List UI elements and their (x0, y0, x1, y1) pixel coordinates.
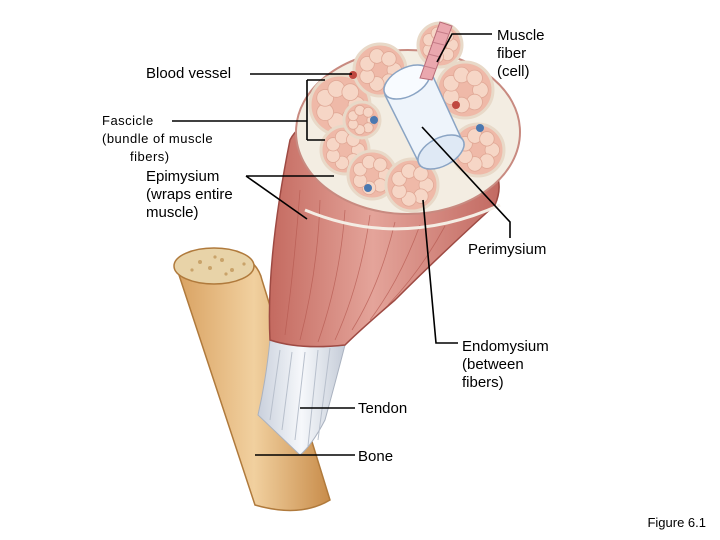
label-epimysium: Epimysium (wraps entire muscle) (146, 168, 233, 222)
label-epimysium-line-2: (wraps entire (146, 186, 233, 203)
label-fascicle-line-1: Fascicle (102, 113, 154, 128)
muscle-fiber-in-fascicle (373, 157, 388, 172)
muscle-fiber-in-fascicle (381, 51, 397, 67)
label-endomysium-line-2: (between (462, 356, 524, 373)
label-epimysium-line-3: muscle) (146, 204, 199, 221)
bone-marrow-cross-section (173, 247, 255, 285)
label-tendon: Tendon (358, 400, 408, 417)
leader-perimysium (421, 126, 511, 238)
label-endomysium: Endomysium (between fibers) (462, 338, 549, 392)
perimysium-band (304, 203, 501, 231)
tendon (257, 339, 346, 456)
label-perimysium: Perimysium (468, 241, 547, 258)
label-fascicle-line-2: (bundle of muscle (102, 131, 214, 146)
label-blood-vessel: Blood vessel (146, 65, 232, 82)
muscle-fiber-cell (383, 21, 465, 170)
label-endomysium-line-3: fibers) (462, 374, 504, 391)
leader-lines (172, 33, 511, 456)
muscle-fiber-in-fascicle (479, 131, 495, 147)
leader-fascicle-bracket (306, 79, 325, 141)
muscle-fiber-in-fascicle (341, 83, 360, 101)
label-muscle-fiber-line-3: (cell) (497, 63, 530, 80)
leader-epimysium (245, 175, 334, 220)
leader-endomysium (422, 199, 458, 344)
label-epimysium-line-1: Epimysium (146, 168, 220, 185)
label-muscle-fiber: Muscle fiber (cell) (497, 27, 545, 81)
muscle-fiber-in-fascicle (466, 69, 483, 87)
figure-caption: Figure 6.1 (647, 515, 706, 530)
label-endomysium-line-1: Endomysium (462, 338, 549, 355)
label-muscle-fiber-line-1: Muscle (497, 27, 545, 44)
muscle-fiber-in-fascicle (362, 106, 374, 118)
label-muscle-fiber-line-2: fiber (497, 45, 527, 62)
label-fascicle: Fascicle (bundle of muscle fibers) (102, 112, 213, 166)
label-bone: Bone (358, 448, 394, 465)
label-fascicle-line-3: fibers) (130, 149, 170, 164)
leader-muscle-fiber (436, 33, 492, 63)
